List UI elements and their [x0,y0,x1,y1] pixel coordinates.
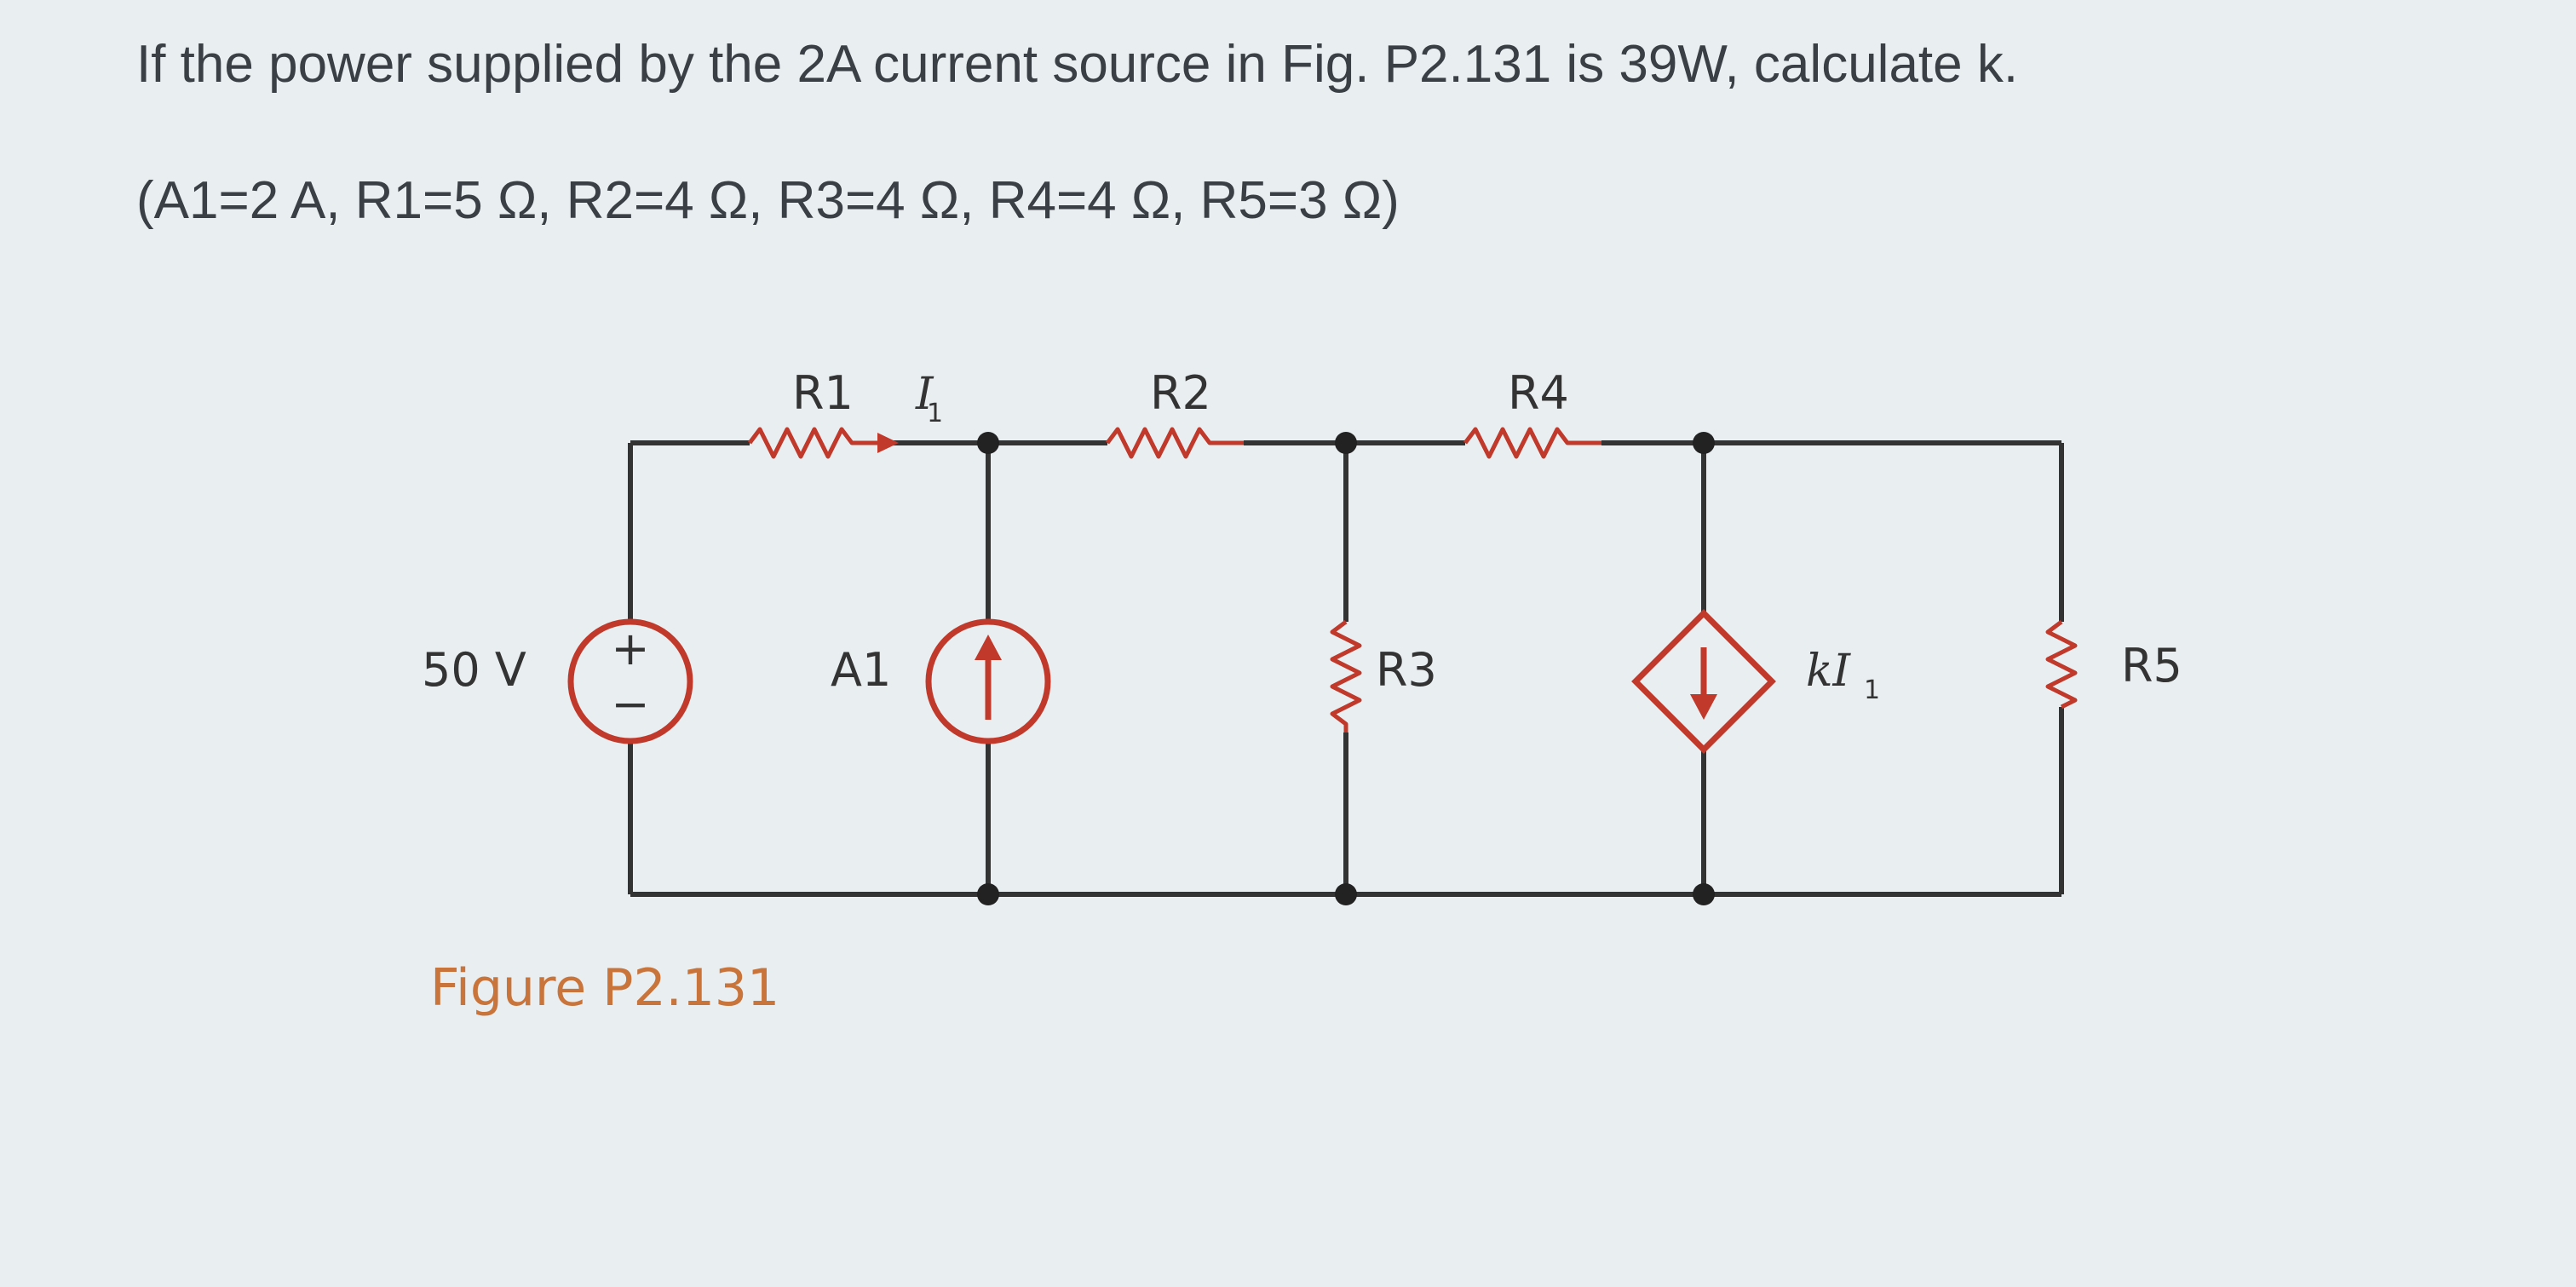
node-ground-3 [1693,883,1715,905]
label-r4: R4 [1508,366,1569,420]
label-50v: 50 V [422,643,526,697]
node-2 [1335,432,1357,454]
component-values: (A1=2 A, R1=5 Ω, R2=4 Ω, R3=4 Ω, R4=4 Ω,… [136,171,1400,230]
label-r5: R5 [2121,639,2182,692]
node-ground-1 [977,883,999,905]
resistor-r3 [1330,620,1362,733]
node-3 [1693,432,1715,454]
resistor-r4 [1463,427,1601,459]
node-1 [977,432,999,454]
resistor-r2 [1106,427,1244,459]
label-r3: R3 [1376,643,1437,697]
label-kI1: kI [1806,646,1852,697]
voltage-source [567,618,693,744]
label-a1: A1 [831,643,891,697]
question-text: If the power supplied by the 2A current … [136,35,2019,94]
dep-arrow-head [1690,694,1717,720]
a1-arrow-head [975,635,1002,660]
voltage-minus: − [611,677,649,731]
figure-caption: Figure P2.131 [430,958,779,1018]
current-source-a1 [925,618,1051,744]
resistor-r5 [2045,620,2078,710]
node-ground-2 [1335,883,1357,905]
label-i1: I [915,369,934,420]
resistor-r1 [748,427,886,459]
label-kI1-sub: 1 [1864,675,1880,705]
current-arrow-i1 [877,433,899,453]
label-i1-sub: 1 [927,399,943,428]
label-r2: R2 [1150,366,1211,420]
dependent-current-source [1631,609,1776,754]
label-r1: R1 [792,366,854,420]
voltage-plus: + [611,622,649,675]
